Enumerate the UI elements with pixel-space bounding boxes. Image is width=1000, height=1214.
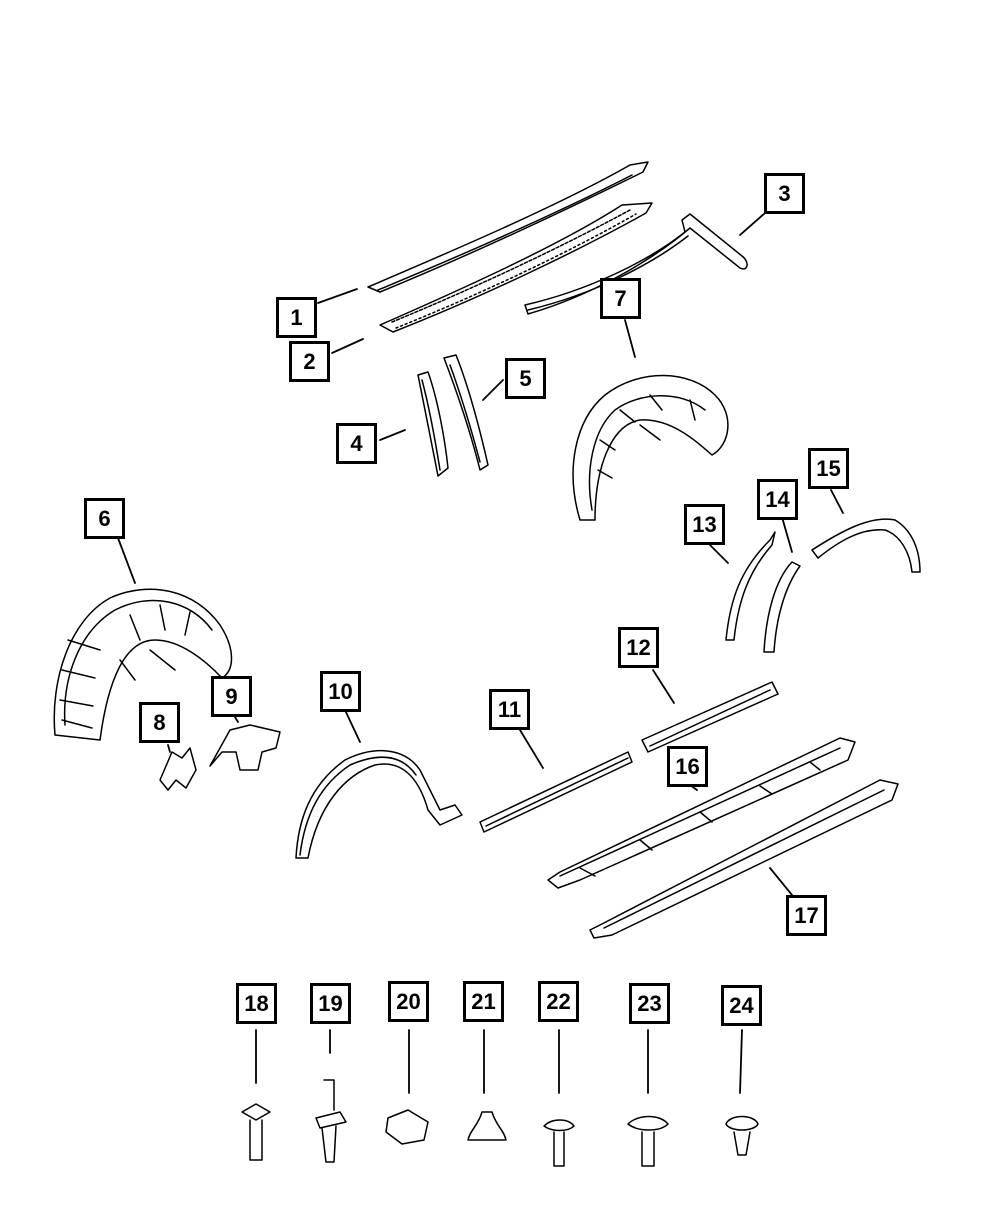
part-24-clip xyxy=(725,1115,759,1156)
callout-4: 4 xyxy=(336,423,377,464)
callout-23: 23 xyxy=(629,983,670,1024)
callout-17: 17 xyxy=(786,895,827,936)
part-15-rear-flare xyxy=(811,518,921,573)
callout-6: 6 xyxy=(84,498,125,539)
part-20-clip-nut xyxy=(385,1109,429,1145)
part-7-rear-liner xyxy=(572,374,729,521)
part-2-rail-base xyxy=(379,202,653,333)
part-4-pillar-applique xyxy=(417,371,449,477)
callout-19: 19 xyxy=(310,983,351,1024)
callout-7: 7 xyxy=(600,278,641,319)
part-12-rear-door-molding xyxy=(641,681,779,753)
part-11-front-door-molding xyxy=(479,751,633,833)
part-13-strip xyxy=(725,531,776,641)
part-14-rear-flare-piece xyxy=(763,561,801,653)
part-6-front-liner xyxy=(53,588,233,741)
callout-9: 9 xyxy=(211,676,252,717)
callout-18: 18 xyxy=(236,983,277,1024)
part-16-rocker xyxy=(547,737,856,889)
callout-1: 1 xyxy=(276,297,317,338)
part-23-bolt xyxy=(627,1115,669,1167)
callout-21: 21 xyxy=(463,981,504,1022)
callout-13: 13 xyxy=(684,504,725,545)
callout-24: 24 xyxy=(721,985,762,1026)
part-5-pillar-applique xyxy=(443,354,489,471)
callout-15: 15 xyxy=(808,448,849,489)
part-8-bracket xyxy=(159,747,197,791)
part-10-front-flare xyxy=(295,749,463,859)
callout-3: 3 xyxy=(764,173,805,214)
leader-lines xyxy=(117,212,844,1094)
callout-8: 8 xyxy=(139,702,180,743)
callout-14: 14 xyxy=(757,479,798,520)
callout-20: 20 xyxy=(388,981,429,1022)
callout-16: 16 xyxy=(667,746,708,787)
callout-22: 22 xyxy=(538,981,579,1022)
part-21-grommet xyxy=(467,1111,507,1141)
callout-2: 2 xyxy=(289,341,330,382)
part-22-screw xyxy=(543,1119,575,1167)
part-9-bracket xyxy=(209,724,281,771)
part-1-roof-rail xyxy=(367,161,649,293)
callout-12: 12 xyxy=(618,627,659,668)
part-17-sill-molding xyxy=(589,779,899,939)
callout-10: 10 xyxy=(320,671,361,712)
part-18-bolt xyxy=(241,1103,271,1161)
callout-11: 11 xyxy=(489,689,530,730)
part-19-push-pin xyxy=(315,1079,347,1163)
callout-5: 5 xyxy=(505,358,546,399)
